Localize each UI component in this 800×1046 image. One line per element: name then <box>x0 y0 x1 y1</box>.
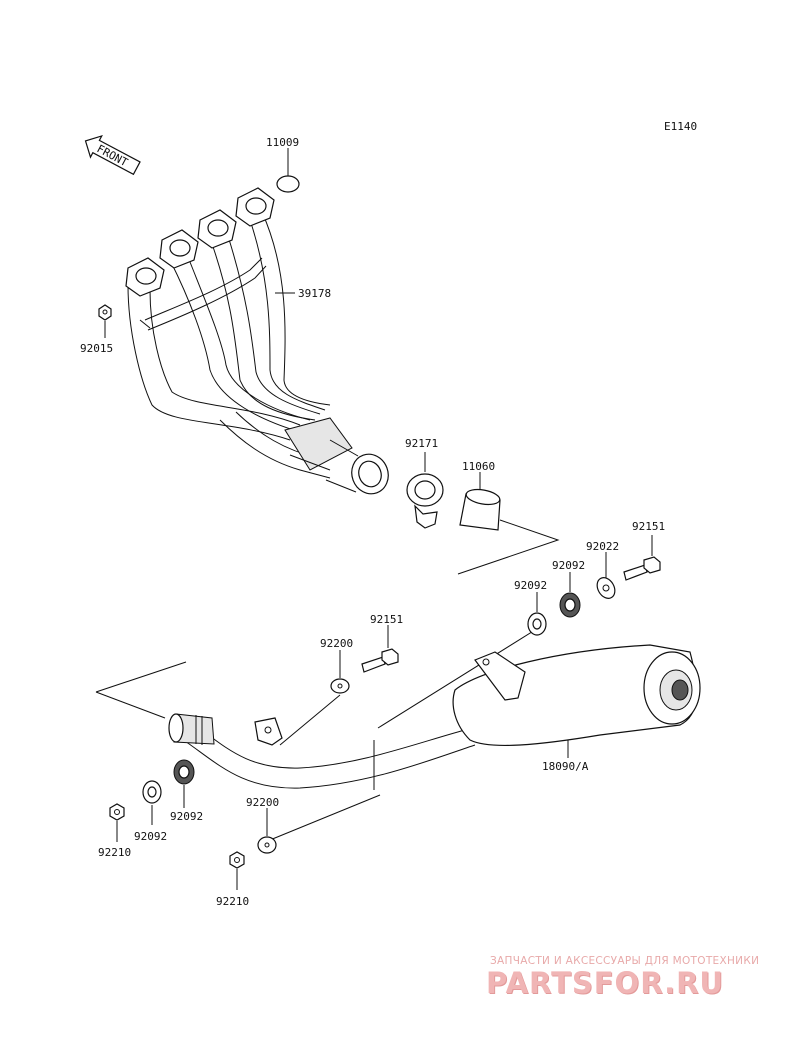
callout-92015: 92015 <box>80 342 113 355</box>
callout-92200-upper: 92200 <box>320 637 353 650</box>
nut-92210-lower <box>229 851 245 869</box>
callout-92092-upper: 92092 <box>552 559 585 572</box>
watermark-tagline: ЗАПЧАСТИ И АКСЕССУАРЫ ДЛЯ МОТОТЕХНИКИ <box>490 955 760 967</box>
washer-92200-upper <box>330 678 350 694</box>
callout-92210-left: 92210 <box>98 846 131 859</box>
watermark-logo: PARTSFOR.RU <box>486 966 724 1000</box>
nut-92210-left <box>109 803 125 821</box>
muffler <box>168 644 701 789</box>
exhaust-header <box>125 187 389 495</box>
callout-92092-upper-left: 92092 <box>514 579 547 592</box>
callout-92022: 92022 <box>586 540 619 553</box>
callout-92210-lower: 92210 <box>216 895 249 908</box>
washer-92200-lower <box>257 836 277 854</box>
nut-92015 <box>98 304 112 321</box>
callout-92200-lower: 92200 <box>246 796 279 809</box>
callout-18090-a: 18090/A <box>542 760 589 773</box>
gasket-ring <box>276 175 300 193</box>
sleeve-11060 <box>459 488 501 531</box>
callout-11009: 11009 <box>266 136 299 149</box>
collar-92092-upper <box>527 612 547 636</box>
callout-92151-mid: 92151 <box>370 613 403 626</box>
grommet-92092-lower <box>173 759 195 785</box>
callout-11060: 11060 <box>462 460 495 473</box>
washer-92022 <box>596 577 616 599</box>
callout-92171: 92171 <box>405 437 438 450</box>
callout-92092-lower-right: 92092 <box>170 810 203 823</box>
clamp-92171 <box>406 473 444 529</box>
front-arrow-icon: FRONT <box>84 134 141 176</box>
bolt-92151-right <box>623 556 661 581</box>
front-label: FRONT <box>95 142 131 169</box>
callout-39178: 39178 <box>298 287 331 300</box>
bolt-92151-mid <box>361 648 399 673</box>
diagram-code: E1140 <box>664 120 697 133</box>
callout-92151-right: 92151 <box>632 520 665 533</box>
grommet-92092-upper <box>559 592 581 618</box>
collar-92092-lower <box>142 780 162 804</box>
callout-92092-lower-left: 92092 <box>134 830 167 843</box>
